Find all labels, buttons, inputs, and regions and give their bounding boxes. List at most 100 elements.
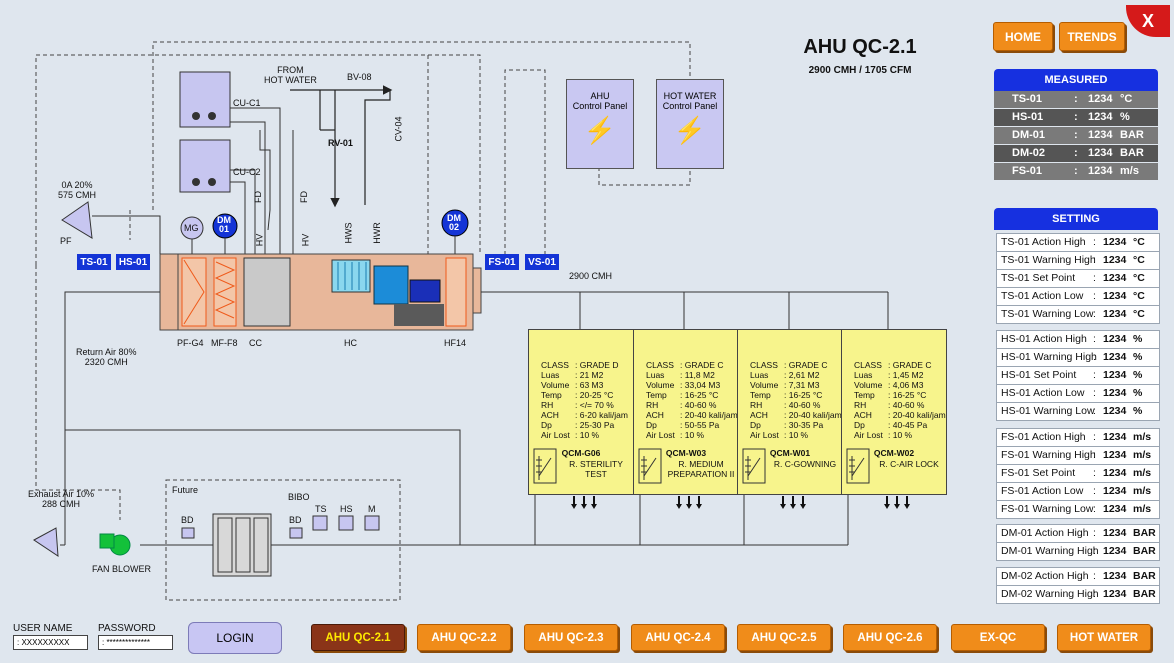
room-code: QCM-W03	[665, 448, 707, 458]
setting-row[interactable]: DM-01 Action High : 1234 BAR	[996, 524, 1160, 543]
setting-value[interactable]: 1234	[1103, 236, 1127, 248]
hwr-label: HWR	[371, 222, 382, 244]
room-row-value: 7,31 M3	[788, 380, 820, 390]
separator: :	[1074, 165, 1078, 177]
setting-row[interactable]: TS-01 Action High : 1234 °C	[996, 233, 1160, 252]
setting-value[interactable]: 1234	[1103, 503, 1127, 515]
setting-row[interactable]: HS-01 Warning High : 1234 %	[996, 348, 1160, 367]
room-row-label: Dp	[750, 420, 761, 430]
setting-value[interactable]: 1234	[1103, 527, 1127, 539]
tab-ahu-qc-2-5[interactable]: AHU QC-2.5	[737, 624, 831, 651]
hs-01-tag[interactable]: HS-01	[116, 254, 150, 270]
separator: :	[1093, 254, 1096, 266]
setting-row[interactable]: DM-01 Warning High : 1234 BAR	[996, 542, 1160, 561]
setting-value[interactable]: 1234	[1103, 545, 1127, 557]
setting-unit: m/s	[1133, 485, 1152, 497]
flow-label: 2900 CMH	[569, 271, 613, 281]
room-row-value: GRADE C	[892, 360, 932, 370]
setting-value[interactable]: 1234	[1103, 588, 1127, 600]
setting-row[interactable]: HS-01 Warning Low : 1234 %	[996, 402, 1160, 421]
dm-01-label[interactable]: DM 01	[217, 215, 231, 234]
room-row-label: Air Lost	[854, 430, 883, 440]
tab-hot-water[interactable]: HOT WATER	[1057, 624, 1151, 651]
password-field[interactable]: : **************	[98, 635, 173, 650]
pf-label: PF	[60, 236, 72, 246]
measured-row: HS-01 : 1234 %	[994, 109, 1158, 126]
tab-ahu-qc-2-3[interactable]: AHU QC-2.3	[524, 624, 618, 651]
setting-row[interactable]: TS-01 Warning High : 1234 °C	[996, 251, 1160, 270]
fan-blower-label: FAN BLOWER	[92, 564, 152, 574]
setting-name: FS-01 Action Low	[1001, 485, 1084, 497]
setting-row[interactable]: HS-01 Action High : 1234 %	[996, 330, 1160, 349]
room-row-label: Luas	[750, 370, 769, 380]
setting-name: DM-02 Action High	[1001, 570, 1089, 582]
setting-value[interactable]: 1234	[1103, 485, 1127, 497]
setting-row[interactable]: FS-01 Warning High : 1234 m/s	[996, 446, 1160, 465]
room-row-label: CLASS	[750, 360, 778, 370]
hot-water-control-panel[interactable]: HOT WATER Control Panel ⚡	[656, 79, 724, 169]
setting-value[interactable]: 1234	[1103, 405, 1127, 417]
diffuser-icon	[571, 496, 597, 509]
setting-row[interactable]: FS-01 Action Low : 1234 m/s	[996, 482, 1160, 501]
setting-unit: m/s	[1133, 449, 1152, 461]
user-name-field[interactable]: : XXXXXXXXX	[13, 635, 88, 650]
setting-value[interactable]: 1234	[1103, 431, 1127, 443]
room-row: Temp: 16-25 °C	[854, 390, 927, 400]
tab-ahu-qc-2-4[interactable]: AHU QC-2.4	[631, 624, 725, 651]
setting-value[interactable]: 1234	[1103, 369, 1127, 381]
setting-value[interactable]: 1234	[1103, 272, 1127, 284]
room-row-value: 4,06 M3	[892, 380, 924, 390]
room-name: R. C-AIR LOCK	[879, 459, 939, 469]
setting-row[interactable]: TS-01 Action Low : 1234 °C	[996, 287, 1160, 306]
setting-row[interactable]: DM-02 Action High : 1234 BAR	[996, 567, 1160, 586]
measured-name: TS-01	[1012, 93, 1042, 105]
setting-row[interactable]: TS-01 Warning Low : 1234 °C	[996, 305, 1160, 324]
setting-row[interactable]: FS-01 Set Point : 1234 m/s	[996, 464, 1160, 483]
room-row-value: 16-25 °C	[788, 390, 823, 400]
room-row-value: 33,04 M3	[684, 380, 721, 390]
separator: :	[1093, 387, 1096, 399]
setting-row[interactable]: FS-01 Action High : 1234 m/s	[996, 428, 1160, 447]
close-icon[interactable]: X	[1126, 5, 1170, 37]
setting-value[interactable]: 1234	[1103, 449, 1127, 461]
dm-02-label[interactable]: DM 02	[447, 213, 461, 232]
home-button[interactable]: HOME	[993, 22, 1053, 51]
setting-value[interactable]: 1234	[1103, 387, 1127, 399]
setting-value[interactable]: 1234	[1103, 290, 1127, 302]
ahu-control-panel[interactable]: AHU Control Panel ⚡	[566, 79, 634, 169]
room-row-label: Luas	[541, 370, 560, 380]
setting-row[interactable]: FS-01 Warning Low : 1234 m/s	[996, 500, 1160, 519]
tab-ahu-qc-2-1[interactable]: AHU QC-2.1	[311, 624, 405, 651]
tab-ex-qc[interactable]: EX-QC	[951, 624, 1045, 651]
setting-value[interactable]: 1234	[1103, 467, 1127, 479]
separator: :	[1074, 93, 1078, 105]
m-label: M	[368, 504, 376, 514]
setting-row[interactable]: TS-01 Set Point : 1234 °C	[996, 269, 1160, 288]
setting-row[interactable]: HS-01 Action Low : 1234 %	[996, 384, 1160, 403]
ts-01-tag[interactable]: TS-01	[77, 254, 111, 270]
separator: :	[1074, 147, 1078, 159]
room-row-label: Dp	[646, 420, 657, 430]
hc-label: HC	[344, 338, 357, 348]
vs-01-tag[interactable]: VS-01	[525, 254, 559, 270]
setting-value[interactable]: 1234	[1103, 351, 1127, 363]
setting-value[interactable]: 1234	[1103, 570, 1127, 582]
separator: :	[1093, 236, 1096, 248]
tab-ahu-qc-2-6[interactable]: AHU QC-2.6	[843, 624, 937, 651]
separator: :	[1074, 111, 1078, 123]
setting-value[interactable]: 1234	[1103, 308, 1127, 320]
tab-ahu-qc-2-2[interactable]: AHU QC-2.2	[417, 624, 511, 651]
room-row-label: Volume	[854, 380, 883, 390]
ts-label: TS	[315, 504, 327, 514]
setting-row[interactable]: DM-02 Warning High : 1234 BAR	[996, 585, 1160, 604]
login-button[interactable]: LOGIN	[188, 622, 282, 654]
fs-01-tag[interactable]: FS-01	[485, 254, 519, 270]
setting-value[interactable]: 1234	[1103, 333, 1127, 345]
trends-button[interactable]: TRENDS	[1059, 22, 1125, 51]
setting-value[interactable]: 1234	[1103, 254, 1127, 266]
setting-row[interactable]: HS-01 Set Point : 1234 %	[996, 366, 1160, 385]
